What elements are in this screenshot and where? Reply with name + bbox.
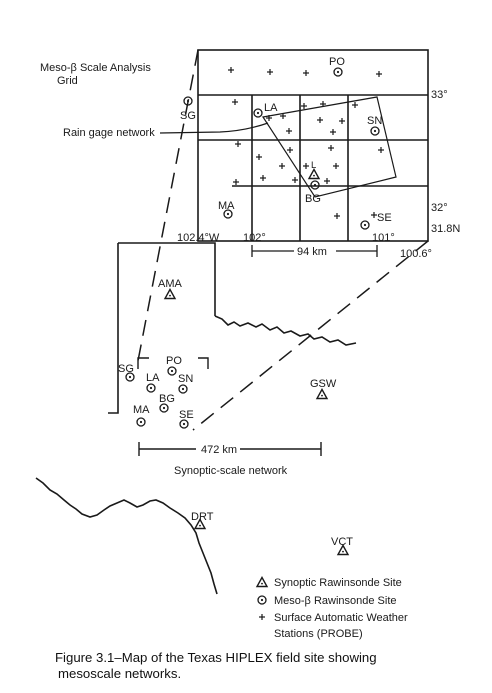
lon-label-101: 101°	[372, 232, 395, 244]
texas-outline	[35, 242, 357, 595]
inset-site-ma: MA	[218, 200, 235, 212]
analysis-grid	[198, 94, 428, 241]
main-site-bg: BG	[159, 393, 175, 405]
synoptic-network-label: Synoptic-scale network	[174, 465, 288, 477]
main-site-po: PO	[166, 355, 182, 367]
main-site-sn: SN	[178, 373, 193, 385]
main-meso-sites: SG LA PO SN BG MA SE	[118, 355, 194, 429]
caption-line2: mesoscale networks.	[58, 666, 182, 681]
main-site-la: LA	[146, 372, 160, 384]
main-site-se: SE	[179, 409, 194, 421]
rain-gage-pointer	[159, 122, 269, 134]
inset-map: Meso-β Scale Analysis Grid Rain gage net…	[40, 49, 460, 260]
lon-label-102: 102°	[243, 232, 266, 244]
inset-scale-label: 94 km	[297, 246, 327, 258]
legend: Synoptic Rawinsonde Site Meso-β Rawinson…	[256, 576, 408, 640]
main-site-sg: SG	[118, 363, 134, 375]
inset-site-bg: BG	[305, 193, 321, 205]
site-vct: VCT	[331, 536, 353, 548]
inset-title-line2: Grid	[57, 75, 78, 87]
inset-title-line1: Meso-β Scale Analysis	[40, 62, 151, 74]
lon-label-102-4: 102.4°W	[177, 232, 220, 244]
inset-site-la: LA	[264, 102, 278, 114]
inset-site-l: L	[311, 160, 316, 171]
inset-site-sg: SG	[180, 110, 196, 122]
legend-meso: Meso-β Rawinsonde Site	[274, 595, 397, 607]
rain-gage-network-box	[262, 96, 397, 198]
inset-site-sn: SN	[367, 115, 382, 127]
main-scale-label: 472 km	[201, 444, 237, 456]
inset-meso-sites: PO LA SN SG L BG MA SE	[180, 56, 392, 230]
inset-location-brackets	[137, 357, 209, 369]
main-scale-bar	[138, 442, 322, 456]
inset-frame	[197, 49, 429, 242]
synoptic-sites: AMA GSW DRT VCT	[158, 278, 353, 556]
rain-gage-label: Rain gage network	[63, 127, 155, 139]
legend-surface-continuation: Stations (PROBE)	[274, 628, 363, 640]
inset-scale-bar	[251, 245, 378, 257]
main-site-ma: MA	[133, 404, 150, 416]
inset-site-se: SE	[377, 212, 392, 224]
caption-line1: Figure 3.1–Map of the Texas HIPLEX field…	[55, 650, 377, 665]
lat-label-32: 32°	[431, 202, 448, 214]
lat-label-33: 33°	[431, 89, 448, 101]
legend-surface: Surface Automatic Weather	[274, 612, 408, 624]
site-drt: DRT	[191, 511, 214, 523]
figure-caption: Figure 3.1–Map of the Texas HIPLEX field…	[55, 650, 485, 682]
legend-synoptic: Synoptic Rawinsonde Site	[274, 577, 402, 589]
site-ama: AMA	[158, 278, 183, 290]
inset-site-po: PO	[329, 56, 345, 68]
lat-label-31-8: 31.8N	[431, 223, 460, 235]
site-gsw: GSW	[310, 378, 337, 390]
